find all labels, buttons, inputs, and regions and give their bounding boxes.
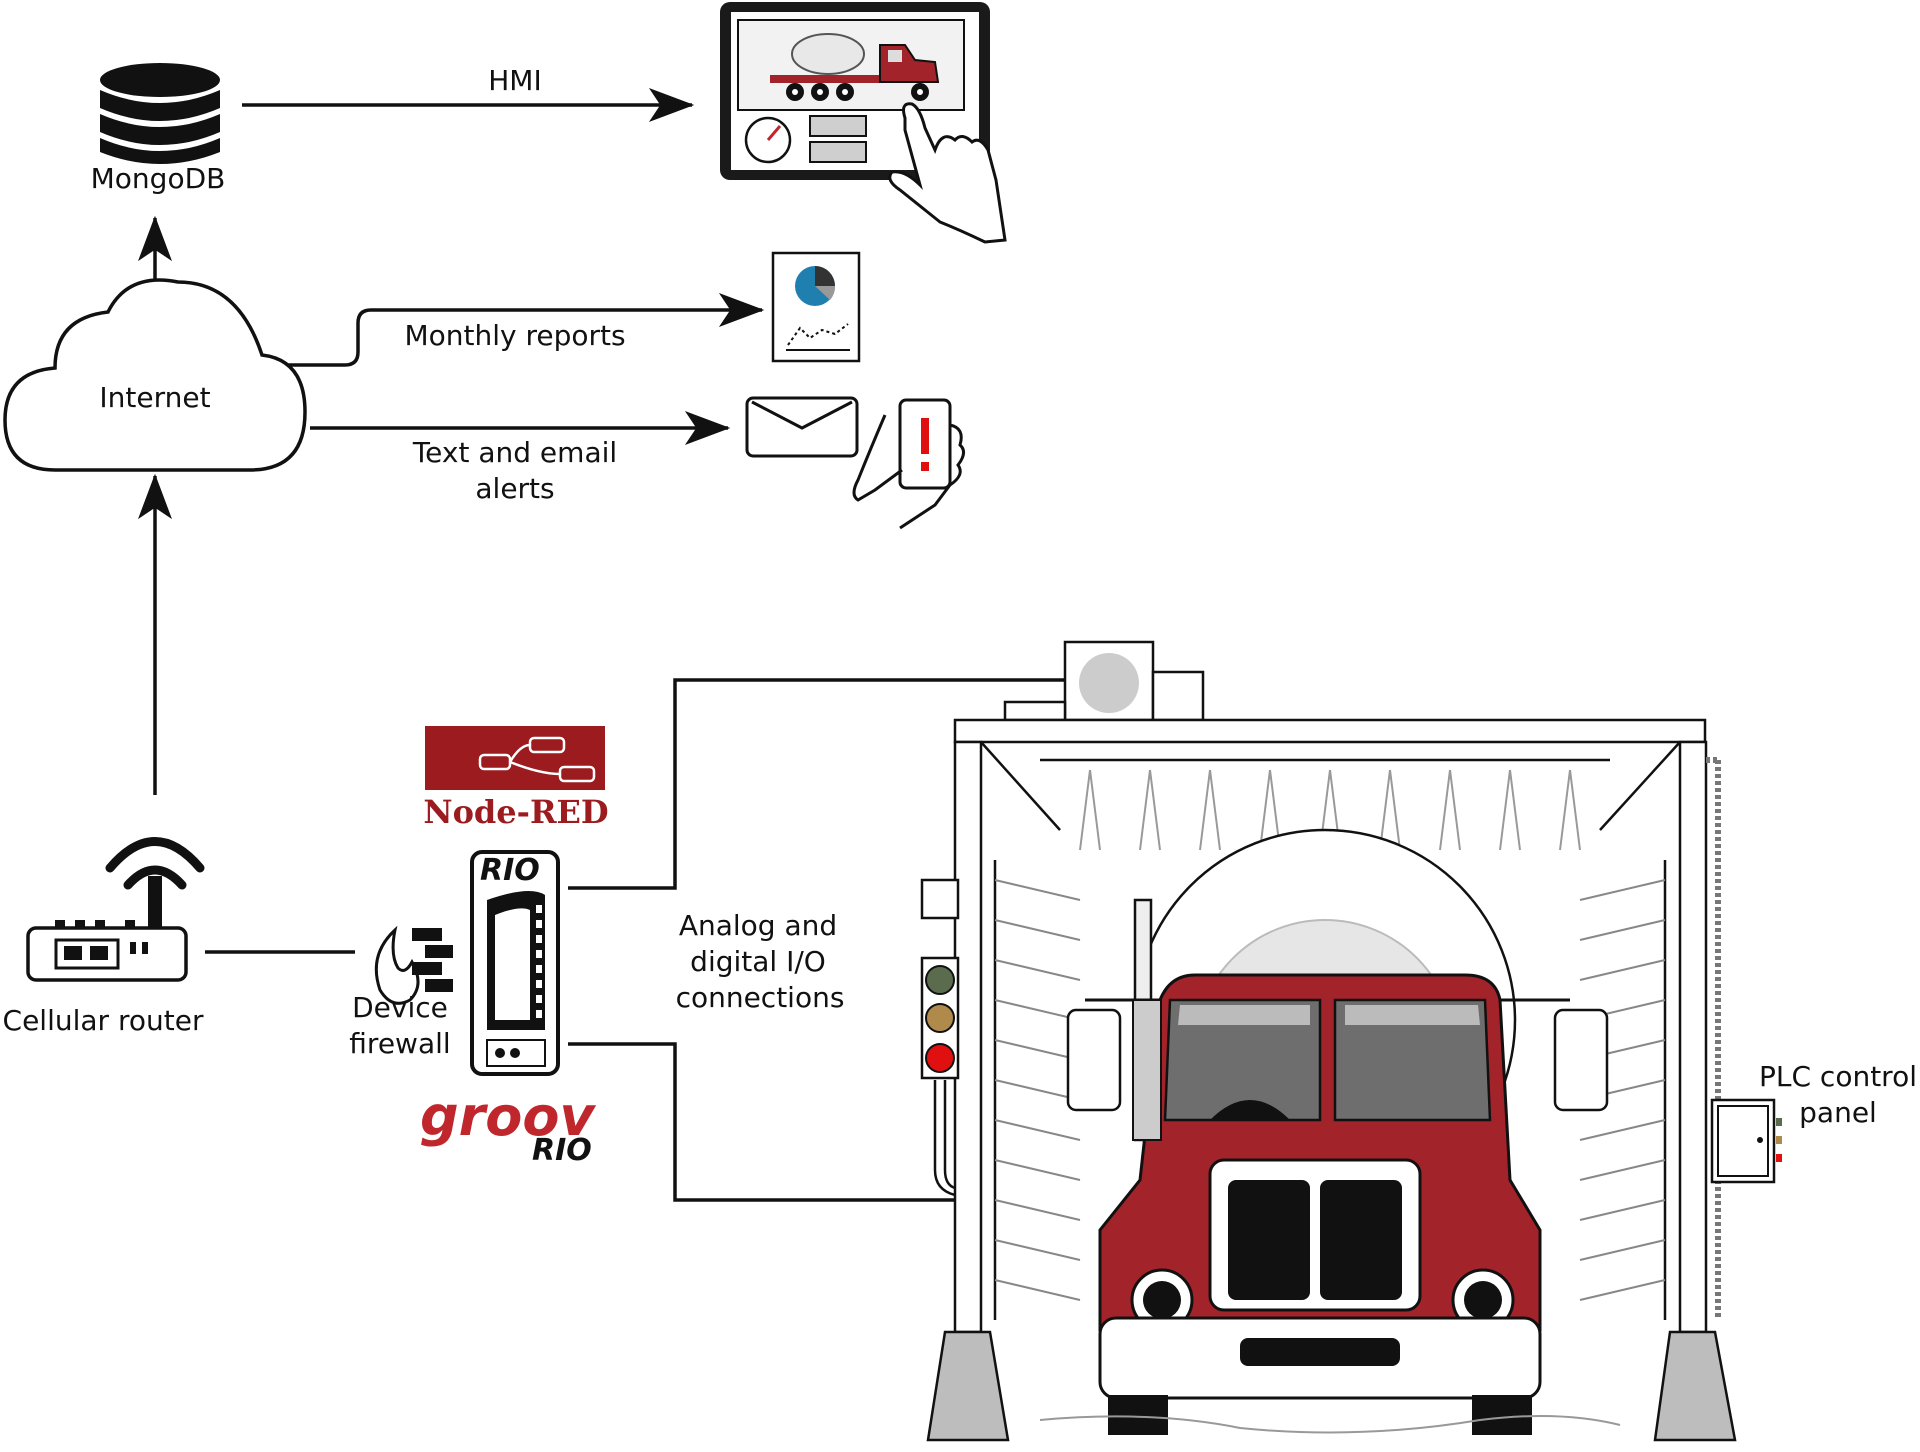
mongodb-label: MongoDB [91,162,226,195]
io-label-2: digital I/O [690,945,826,978]
left-pillar [953,740,983,1334]
right-pillar [1678,740,1708,1334]
node-red-label: Node-RED [423,793,608,831]
io-line-bottom [568,1042,955,1202]
io-line-top [568,678,1065,890]
tablet-hmi-icon [720,2,1007,244]
report-icon [771,251,861,363]
mongodb-node: MongoDB [91,63,226,195]
left-base [926,1330,1010,1442]
traffic-light-icon [920,878,960,1197]
router-icon [26,837,205,982]
groov-rio-logo: groov RIO [420,1085,596,1168]
truck-wash-icon [926,640,1737,1442]
groov-rio-device-icon: RIO [470,850,560,1076]
cloud-icon [3,278,307,472]
firewall-label-1: Device [352,991,448,1024]
hmi-label: HMI [488,64,541,97]
hand-icon [888,102,1007,244]
plc-label-1: PLC control [1759,1060,1917,1093]
alerts-label-2: alerts [475,472,554,505]
plc-label-2: panel [1799,1096,1877,1129]
rio-label: RIO [532,1133,592,1168]
phone-alert-icon [852,398,965,530]
monthly-reports-label: Monthly reports [404,319,625,352]
hmi-button-2 [809,141,867,163]
database-icon [100,63,220,164]
right-base [1653,1330,1737,1442]
hmi-button-1 [809,115,867,137]
envelope-icon [745,396,859,458]
hmi-truck-graphic [770,33,940,101]
io-label-3: connections [676,981,845,1014]
firewall-label-2: firewall [349,1027,450,1060]
rio-badge: RIO [480,853,540,888]
plc-panel-icon [1710,1098,1782,1184]
groov-label: groov [420,1085,596,1148]
io-label-1: Analog and [679,909,837,942]
internet-node: Internet [3,278,307,472]
alerts-label-1: Text and email [412,436,617,469]
node-red-logo: Node-RED [423,726,609,831]
internet-label: Internet [99,381,210,414]
firewall-icon [374,925,453,1005]
reports-arrow [262,293,765,367]
cellular-router-label: Cellular router [3,1004,204,1037]
connectors [138,88,1065,1202]
side-brushes [993,860,1667,1320]
